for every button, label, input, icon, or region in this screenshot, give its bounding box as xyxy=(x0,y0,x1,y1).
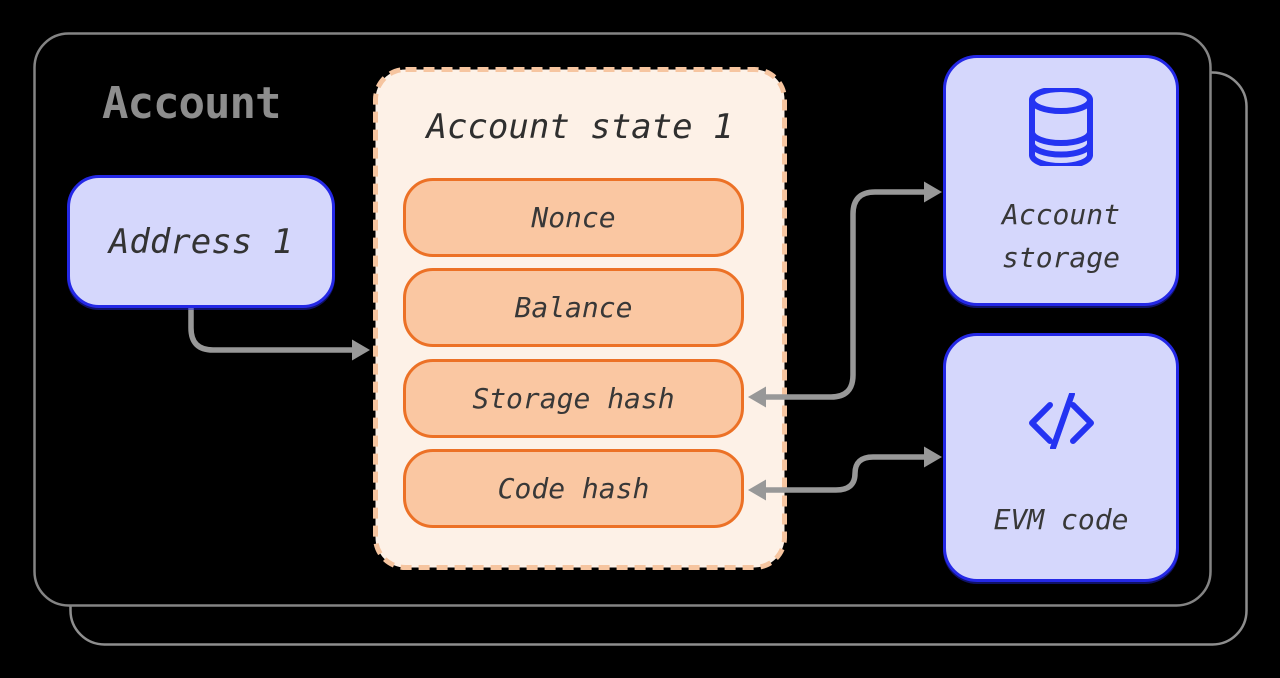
arrowhead xyxy=(924,181,942,203)
pill-code-hash: Code hash xyxy=(403,449,744,528)
address-label: Address 1 xyxy=(108,221,294,262)
storagehash-storage-connector xyxy=(748,181,942,408)
address-box: Address 1 xyxy=(67,175,335,308)
evm-code-label: EVM code xyxy=(993,503,1129,536)
account-storage-box: Account storage xyxy=(943,55,1179,306)
pill-storage-hash-label: Storage hash xyxy=(472,382,675,415)
database-icon xyxy=(1029,88,1093,166)
pill-nonce-label: Nonce xyxy=(531,201,616,234)
account-state-title: Account state 1 xyxy=(426,107,734,147)
pill-balance-label: Balance xyxy=(514,291,633,324)
arrowhead xyxy=(748,386,766,408)
address-to-state-arrow xyxy=(188,308,370,361)
pill-nonce: Nonce xyxy=(403,178,744,257)
evm-code-box: EVM code xyxy=(943,333,1179,582)
arrowhead xyxy=(924,446,942,468)
arrowhead xyxy=(352,339,370,361)
arrowhead xyxy=(748,479,766,501)
account-card-title: Account xyxy=(102,78,281,129)
pill-storage-hash: Storage hash xyxy=(403,359,744,438)
account-storage-label: Account storage xyxy=(1001,198,1120,274)
code-icon xyxy=(1028,393,1094,449)
pill-code-hash-label: Code hash xyxy=(497,472,650,505)
codehash-evmcode-connector xyxy=(748,446,942,501)
pill-balance: Balance xyxy=(403,268,744,347)
